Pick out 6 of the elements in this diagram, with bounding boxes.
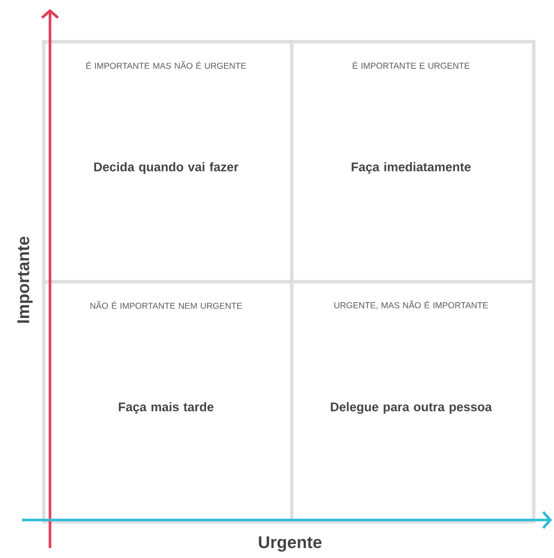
quadrant-box: URGENTE, MAS NÃO É IMPORTANTE Delegue para outra pessoa xyxy=(290,280,536,524)
quadrant-box: NÃO É IMPORTANTE NEM URGENTE Faça mais tarde xyxy=(42,280,294,524)
quadrant-box: É IMPORTANTE MAS NÃO É URGENTE Decida quando vai fazer xyxy=(42,40,294,284)
axis-label: Urgente xyxy=(258,536,322,552)
axis-label: Importante xyxy=(17,236,33,323)
quadrant-box: É IMPORTANTE E URGENTE Faça imediatamente xyxy=(290,40,536,284)
